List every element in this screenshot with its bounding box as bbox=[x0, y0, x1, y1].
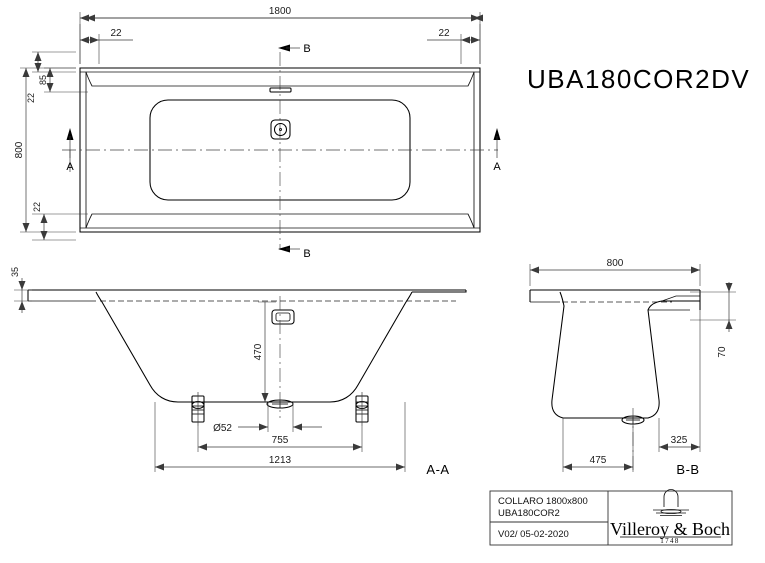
dimension-1213: 1213 bbox=[154, 402, 406, 472]
dim-drain-diameter-label: Ø52 bbox=[213, 423, 232, 434]
dimension-bb-475: 475 bbox=[562, 418, 634, 472]
dim-overall-length-label: 1800 bbox=[269, 6, 292, 17]
dimension-rim-top-22: 22 bbox=[26, 51, 76, 103]
dim-rim-right-label: 22 bbox=[438, 28, 450, 39]
aa-overflow-opening bbox=[271, 309, 295, 325]
section-marker-a-right: A bbox=[493, 128, 501, 173]
aa-adjustable-foot-right bbox=[355, 392, 369, 426]
dim-overall-width-label: 800 bbox=[14, 141, 25, 158]
dim-rim-thickness-label: 35 bbox=[10, 267, 20, 277]
section-marker-b-top-label: B bbox=[303, 43, 310, 55]
dimension-bb-70: 70 bbox=[690, 282, 736, 358]
section-bb-label: B-B bbox=[676, 462, 699, 477]
title-block: COLLARO 1800x800 UBA180COR2 V02/ 05-02-2… bbox=[489, 489, 733, 546]
section-aa-label: A-A bbox=[426, 462, 449, 477]
bb-tub-profile bbox=[551, 291, 700, 419]
dim-bb-800-label: 800 bbox=[607, 258, 624, 269]
title-block-product-line: COLLARO 1800x800 bbox=[498, 496, 588, 507]
dimension-rim-bottom-22: 22 bbox=[32, 202, 88, 241]
dim-rim-bottom-22-label: 22 bbox=[32, 202, 42, 212]
dim-bb-475-label: 475 bbox=[590, 455, 607, 466]
section-marker-a-left: A bbox=[66, 128, 74, 173]
dimension-rim-thickness-35: 35 bbox=[10, 267, 32, 313]
section-marker-b-bottom: B bbox=[278, 245, 311, 260]
dimension-depth-470: 470 bbox=[253, 301, 276, 402]
brand-founded-year: 1748 bbox=[660, 537, 680, 545]
dim-bb-325-label: 325 bbox=[671, 435, 688, 446]
section-a-a-view: 35 470 Ø52 755 bbox=[10, 267, 467, 477]
dim-bb-70-label: 70 bbox=[717, 346, 728, 358]
product-code-title: UBA180COR2DV bbox=[527, 64, 750, 94]
drain-outlet-icon bbox=[270, 119, 291, 140]
aa-rim bbox=[27, 289, 466, 302]
plan-centerlines bbox=[62, 52, 498, 250]
title-block-model: UBA180COR2 bbox=[498, 508, 560, 519]
dim-755-label: 755 bbox=[272, 435, 289, 446]
dimension-bb-325: 325 bbox=[658, 310, 701, 452]
section-marker-a-right-label: A bbox=[493, 161, 501, 173]
section-marker-b-bottom-label: B bbox=[303, 248, 310, 260]
dim-rim-left-label: 22 bbox=[110, 28, 122, 39]
section-b-b-view: 800 70 325 475 bbox=[529, 258, 736, 477]
dim-rim-top-22-label: 22 bbox=[26, 93, 36, 103]
section-marker-b-top: B bbox=[278, 43, 311, 55]
aa-adjustable-foot-left bbox=[191, 392, 205, 426]
dimension-755: 755 bbox=[197, 426, 363, 452]
bb-rim bbox=[529, 289, 701, 310]
title-block-revision: V02/ 05-02-2020 bbox=[498, 529, 569, 540]
aa-tub-profile bbox=[95, 290, 467, 403]
dimension-rim-left: 22 bbox=[79, 24, 133, 64]
overflow-slot-icon bbox=[269, 87, 292, 93]
top-plan-view: 1800 22 22 800 bbox=[14, 6, 501, 260]
brand-name: Villeroy & Boch bbox=[610, 519, 730, 539]
dimension-bb-800: 800 bbox=[529, 258, 701, 286]
dim-rim-top-85-label: 85 bbox=[38, 75, 48, 85]
dimension-rim-right: 22 bbox=[427, 24, 481, 64]
section-marker-a-left-label: A bbox=[66, 161, 74, 173]
dim-depth-470-label: 470 bbox=[253, 343, 264, 360]
fountain-arch-icon bbox=[653, 489, 689, 516]
dimension-drain-diameter: Ø52 bbox=[213, 402, 322, 434]
dim-1213-label: 1213 bbox=[269, 455, 292, 466]
